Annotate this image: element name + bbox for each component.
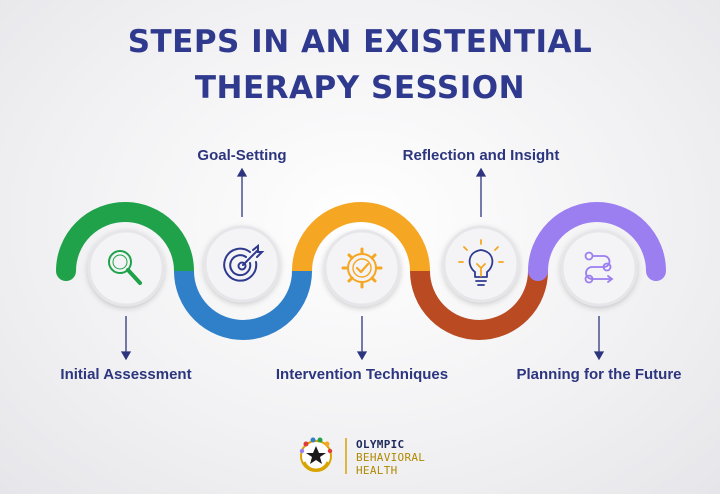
gear-check-icon: [341, 247, 383, 289]
connector-arrow-2: [236, 167, 248, 217]
logo-mark: [299, 437, 333, 472]
step-circle-1: [87, 229, 165, 307]
connector-arrow-4: [475, 167, 487, 217]
step-label-goal-setting: Goal-Setting: [197, 147, 287, 164]
flow-path-icon: [584, 251, 614, 284]
step-label-intervention-techniques: Intervention Techniques: [275, 366, 449, 383]
connector-arrow-5: [593, 316, 605, 361]
magnifier-icon: [108, 250, 142, 285]
connector-arrow-1: [120, 316, 132, 361]
step-label-reflection-and-insight: Reflection and Insight: [402, 147, 560, 164]
logo-text-behavioral: BEHAVIORAL: [356, 451, 426, 464]
wave-arc-5: [528, 202, 666, 281]
step-circle-3: [323, 229, 401, 307]
page-title-line-2: THERAPY SESSION: [194, 70, 526, 106]
step-label-planning-for-the-future: Planning for the Future: [516, 366, 682, 383]
target-icon: [223, 243, 265, 282]
step-label-initial-assessment: Initial Assessment: [60, 366, 192, 383]
logo-text-health: HEALTH: [356, 464, 398, 477]
wave-arc-3: [292, 202, 430, 272]
page-title-line-1: STEPS IN AN EXISTENTIAL: [127, 24, 593, 60]
lightbulb-icon: [458, 239, 504, 286]
wave-arc-4: [410, 270, 548, 340]
step-circle-2: [203, 225, 281, 303]
wave-arc-1: [56, 202, 194, 281]
step-circle-4: [442, 225, 520, 303]
connector-arrow-3: [356, 316, 368, 361]
wave-arc-2: [174, 270, 312, 340]
step-circle-5: [560, 229, 638, 307]
logo-text-olympic: OLYMPIC: [356, 438, 405, 451]
